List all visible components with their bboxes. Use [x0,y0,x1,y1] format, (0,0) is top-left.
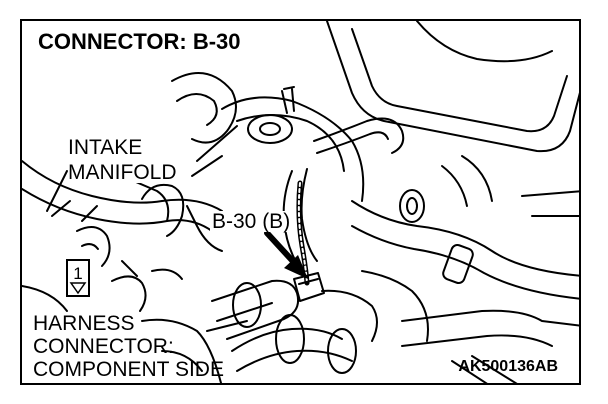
pin-latch-marker [69,282,87,295]
arrow-icon [264,230,308,279]
diagram-title: CONNECTOR: B-30 [36,31,245,55]
engine-illustration [22,21,579,383]
harness-label-line3: COMPONENT SIDE [33,358,224,381]
figure-code: AK500136AB [458,358,558,375]
intake-manifold-label-line1: INTAKE [68,136,143,159]
harness-label-line1: HARNESS [33,312,135,335]
connector-callout-label: B-30 (B) [210,210,293,233]
pin-number: 1 [73,264,83,283]
connector-pin-icon: 1 [66,259,90,297]
diagram-frame: CONNECTOR: B-30 INTAKE MANIFOLD B-30 (B)… [20,19,581,385]
intake-manifold-label-line2: MANIFOLD [68,161,177,184]
harness-label-line2: CONNECTOR: [33,335,174,358]
